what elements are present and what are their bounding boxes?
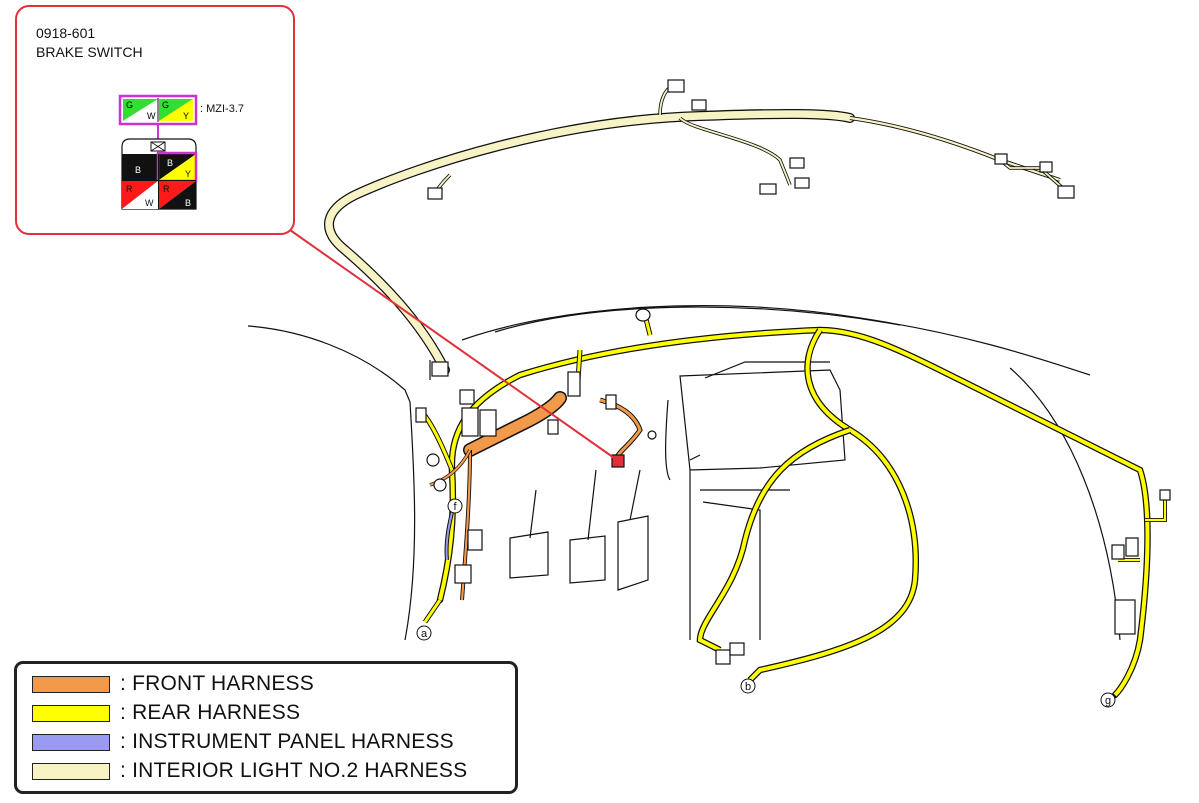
pin-4-bottom: B (185, 198, 191, 208)
pin-4-top: R (163, 184, 170, 194)
legend-swatch-front (32, 675, 110, 693)
legend-item-rear: : REAR HARNESS (32, 700, 300, 726)
connector-face-diagram: G W G Y B B Y R W R B (118, 94, 198, 210)
pin-2-top: B (167, 158, 173, 168)
mating-pin-1-top: G (126, 100, 133, 110)
connector-code: 0918-601 (36, 25, 96, 41)
mating-pin-1-bottom: W (147, 111, 156, 121)
rear-harness (418, 314, 1167, 699)
connector-callout: 0918-601 BRAKE SWITCH G W G Y B B Y R W (15, 5, 295, 235)
legend-swatch-rear (32, 704, 110, 722)
marker-g-label: g (1105, 695, 1111, 707)
legend-swatch-interior-light (32, 762, 110, 780)
roof-connectors (427, 79, 1075, 200)
callout-leader-line (289, 229, 618, 461)
legend-item-instrument-panel: : INSTRUMENT PANEL HARNESS (32, 729, 454, 755)
pin-3-bottom: W (145, 198, 154, 208)
interior-light-harness (324, 84, 1067, 375)
legend-swatch-instrument-panel (32, 733, 110, 751)
pin-1-top: B (135, 165, 141, 175)
marker-b: b (740, 678, 756, 694)
grommets (426, 308, 657, 492)
vehicle-outline (247, 305, 1121, 641)
legend: : FRONT HARNESS : REAR HARNESS : INSTRUM… (14, 661, 518, 794)
connector-name: BRAKE SWITCH (36, 44, 143, 60)
marker-g: g (1100, 692, 1116, 708)
marker-f: f (447, 498, 463, 514)
legend-label-interior-light: : INTERIOR LIGHT NO.2 HARNESS (120, 759, 468, 782)
pin-2-bottom: Y (185, 169, 191, 179)
pin-3-top: R (126, 184, 133, 194)
marker-f-label: f (453, 501, 457, 513)
mating-pin-2-top: G (162, 100, 169, 110)
legend-label-front: : FRONT HARNESS (120, 672, 314, 695)
legend-label-instrument-panel: : INSTRUMENT PANEL HARNESS (120, 730, 454, 753)
harness-connectors (415, 361, 1171, 665)
wire-reference: : MZI-3.7 (200, 103, 245, 115)
legend-item-front: : FRONT HARNESS (32, 671, 314, 697)
legend-label-rear: : REAR HARNESS (120, 701, 301, 724)
legend-item-interior-light: : INTERIOR LIGHT NO.2 HARNESS (32, 758, 467, 784)
marker-b-label: b (745, 681, 751, 693)
marker-a-label: a (421, 628, 428, 640)
marker-a: a (416, 625, 432, 641)
mating-pin-2-bottom: Y (183, 111, 189, 121)
